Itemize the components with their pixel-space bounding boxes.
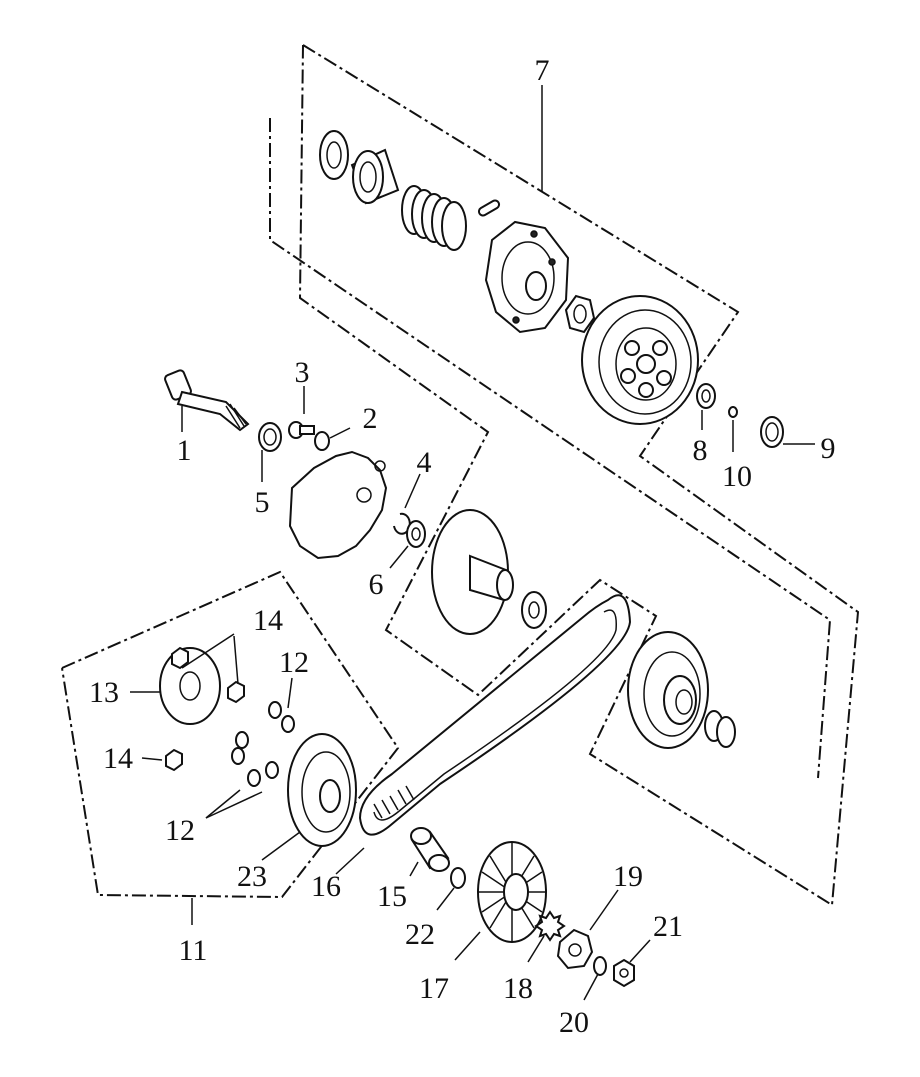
- callout-23: 23: [237, 860, 267, 893]
- roller-12: [235, 731, 249, 749]
- clutch-nut: [564, 294, 596, 334]
- callout-6: 6: [369, 568, 384, 601]
- leader-lines: [130, 85, 815, 1001]
- nut-21: [613, 958, 635, 988]
- callout-11: 11: [179, 934, 208, 967]
- star-washer-18: [534, 910, 566, 942]
- clutch-group-rear-boundary: [269, 118, 832, 779]
- drive-belt: [358, 594, 632, 836]
- callout-16: 16: [311, 870, 341, 903]
- callout-14-lower: 14: [103, 742, 133, 775]
- bolt-1: [164, 369, 250, 432]
- callout-3: 3: [295, 356, 310, 389]
- bearing-5: [258, 422, 282, 452]
- callout-2: 2: [363, 402, 378, 435]
- movable-face-group: [159, 646, 357, 847]
- washer-2: [314, 431, 330, 451]
- bearing-9: [760, 416, 784, 448]
- callout-1: 1: [177, 434, 192, 467]
- ring-10: [728, 406, 738, 418]
- roller-12: [268, 701, 282, 719]
- callout-21: 21: [653, 910, 683, 943]
- belt-washer: [521, 591, 547, 629]
- callout-19: 19: [613, 860, 643, 893]
- drive-side-parts: [164, 369, 635, 988]
- callout-12-lower: 12: [165, 814, 195, 847]
- clutch-shoe: [484, 220, 570, 334]
- washer-6: [406, 520, 426, 548]
- callout-4: 4: [417, 446, 432, 479]
- cover-plate: [288, 450, 388, 560]
- clutch-group-boundary: [298, 44, 860, 907]
- clutch-washer: [319, 130, 349, 180]
- callout-14-upper: 14: [253, 604, 283, 637]
- callout-9: 9: [821, 432, 836, 465]
- clutch-spring: [401, 185, 467, 251]
- washer-22: [450, 867, 466, 889]
- drive-face-group-boundary: [61, 570, 400, 899]
- callout-22: 22: [405, 918, 435, 951]
- washer-20: [593, 956, 607, 976]
- callout-17: 17: [419, 972, 449, 1005]
- hub-19: [556, 928, 594, 970]
- roller-12: [247, 769, 261, 787]
- callout-10: 10: [722, 460, 752, 493]
- callout-5: 5: [255, 486, 270, 519]
- fan-17: [477, 841, 547, 943]
- callout-7: 7: [535, 54, 550, 87]
- callout-8: 8: [693, 434, 708, 467]
- callout-numbers: 1 2 3 4 5 6 7 8 9 10 11 12 12 13 14 14 1…: [89, 54, 836, 1039]
- clutch-pin: [477, 199, 501, 217]
- callout-13: 13: [89, 676, 119, 709]
- clutch-assembly: [319, 130, 784, 749]
- callout-18: 18: [503, 972, 533, 1005]
- callout-12-upper: 12: [279, 646, 309, 679]
- callout-15: 15: [377, 880, 407, 913]
- ramp-plate-13: [159, 647, 221, 725]
- slider-14: [171, 646, 189, 670]
- washer-8: [696, 383, 716, 409]
- slider-14: [227, 680, 245, 704]
- slider-14: [165, 748, 183, 772]
- callout-20: 20: [559, 1006, 589, 1039]
